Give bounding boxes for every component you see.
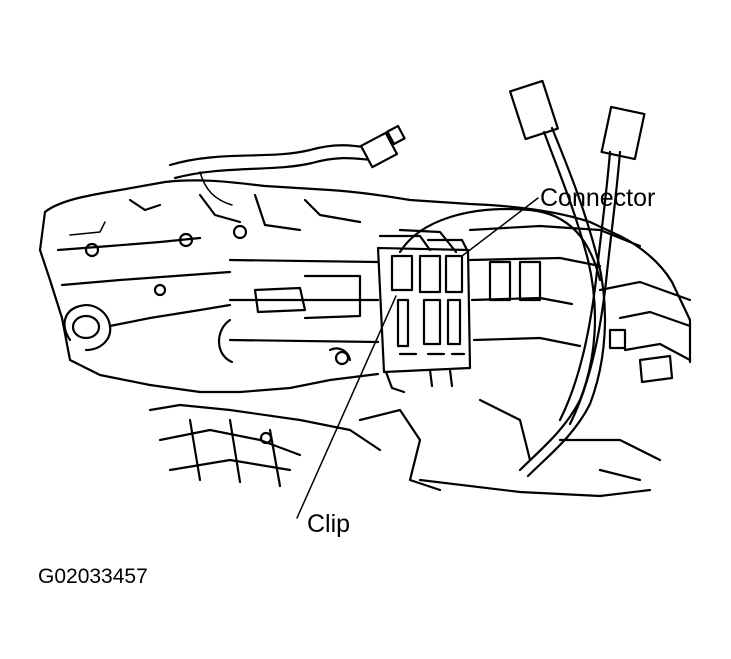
spool-bores bbox=[198, 258, 380, 394]
figure-id: G02033457 bbox=[38, 565, 148, 588]
clip-leader-line bbox=[296, 295, 397, 519]
lower-pan bbox=[148, 398, 662, 498]
connector-label: Connector bbox=[540, 184, 656, 212]
connector-leader-line bbox=[461, 197, 539, 257]
clip-label: Clip bbox=[307, 510, 351, 538]
right-section bbox=[468, 224, 692, 384]
connector-block bbox=[376, 228, 472, 394]
leader-lines bbox=[296, 197, 539, 519]
wire-harness-right bbox=[398, 79, 646, 478]
upper-harness bbox=[168, 124, 406, 206]
